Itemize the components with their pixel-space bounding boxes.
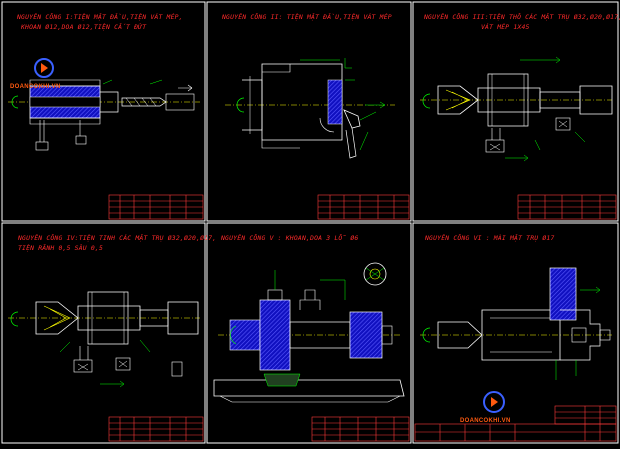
title-op2: NGUYÊN CÔNG II: TIỆN MẶT ĐẦU,TIỆN VÁT MÉ… (222, 13, 392, 23)
title-op3-line2: VÁT MÉP 1X45 (481, 22, 530, 31)
watermark-top: DOANCOKHI.VN (10, 84, 61, 90)
left-center-op3 (437, 85, 479, 115)
cutting-tool-op2 (343, 109, 361, 129)
title-op3: NGUYÊN CÔNG III:TIỆN THÔ CÁC MẶT TRỤ Ø32… (424, 13, 620, 32)
title-block-op6 (414, 405, 617, 442)
title-block-op1 (108, 194, 204, 220)
setup-op4 (8, 291, 200, 388)
fixture-base-op5 (213, 379, 405, 397)
title-op1-line1: NGUYÊN CÔNG I:TIỆN MẶT ĐẦU,TIỆN VÁT MÉP, (17, 13, 183, 21)
drill-bushing-op5 (363, 262, 387, 286)
frame-op1 (1, 1, 206, 222)
title-op1: NGUYÊN CÔNG I:TIỆN MẶT ĐẦU,TIỆN VÁT MÉP,… (17, 13, 183, 32)
left-center-op4 (35, 301, 79, 335)
setup-op6 (420, 267, 612, 380)
setup-op5 (213, 262, 405, 403)
setup-op3 (420, 56, 613, 162)
title-op1-line2: KHOAN Ø12,DOA Ø12,TIỆN CẮT ĐỨT (21, 22, 147, 31)
title-blocks (108, 194, 617, 442)
title-block-op4 (108, 416, 204, 442)
title-op5-line1: NGUYÊN CÔNG V : KHOAN,DOA 3 LỖ Ø6 (221, 234, 359, 242)
title-op3-line1: NGUYÊN CÔNG III:TIỆN THÔ CÁC MẶT TRỤ Ø32… (424, 13, 620, 21)
title-op6-line1: NGUYÊN CÔNG VI : MÀI MẶT TRỤ Ø17 (425, 234, 555, 242)
grinding-wheel-op6 (549, 267, 577, 321)
title-op5: NGUYÊN CÔNG V : KHOAN,DOA 3 LỖ Ø6 (221, 234, 358, 244)
title-block-op5 (311, 416, 410, 442)
frame-op2 (206, 1, 412, 222)
title-block-op3 (517, 194, 617, 220)
frame-op5 (206, 222, 412, 444)
title-block-op2 (317, 194, 410, 220)
title-op4-line1: NGUYÊN CÔNG IV:TIỆN TINH CÁC MẶT TRỤ Ø32… (18, 234, 217, 242)
setup-op1 (8, 79, 200, 151)
logo-gear-icon (34, 58, 54, 78)
title-op4: NGUYÊN CÔNG IV:TIỆN TINH CÁC MẶT TRỤ Ø32… (18, 234, 216, 253)
title-op2-line1: NGUYÊN CÔNG II: TIỆN MẶT ĐẦU,TIỆN VÁT MÉ… (222, 13, 392, 21)
title-op4-line2: TIỆN RÃNH 0,5 SÂU 0,5 (18, 243, 103, 252)
drill-op1 (121, 97, 167, 107)
frame-op3 (412, 1, 619, 222)
frame-op4 (1, 222, 206, 444)
frame-op6 (412, 222, 619, 444)
setup-op2 (225, 58, 395, 159)
watermark-bottom: DOANCOKHI.VN (460, 418, 511, 424)
title-op6: NGUYÊN CÔNG VI : MÀI MẶT TRỤ Ø17 (425, 234, 555, 244)
logo-gear-icon-2 (483, 391, 505, 413)
